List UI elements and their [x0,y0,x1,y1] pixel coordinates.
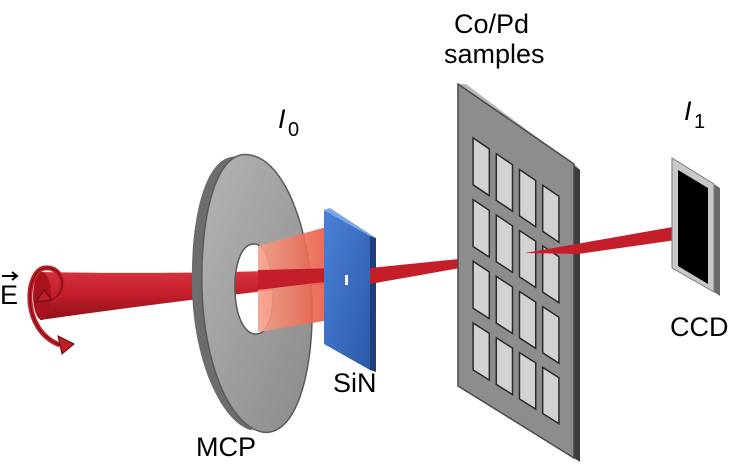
vector-arrow-icon [2,271,19,281]
sample-window [495,152,514,213]
sin-label: SiN [333,368,377,398]
sample-window [541,244,560,305]
sin-membrane [324,208,376,372]
samples-label-line1: Co/Pd [454,9,529,39]
sample-window [472,136,491,198]
ccd-sensor [678,170,708,284]
polarization-arrow-icon [27,265,75,355]
mcp-label: MCP [196,432,256,462]
i1-subscript: 1 [694,111,705,133]
mcp-disk-edge [191,156,260,430]
field-vector-label: E [0,280,18,310]
sample-window [472,321,491,382]
sample-window [518,229,537,289]
i0-symbol: I [278,104,286,134]
sin-top [324,208,376,238]
samples-label-line2: samples [444,39,545,69]
sample-window [472,259,491,320]
sin-window [345,275,348,285]
i1-symbol: I [684,96,692,126]
sample-window [541,305,560,365]
beam-through-cone [258,268,340,290]
ccd-label: CCD [670,312,729,342]
sample-window [472,198,491,259]
beam-to-ccd [525,224,695,254]
sample-window [541,365,560,426]
sample-window [518,168,537,229]
sample-window-grid [472,136,560,426]
i0-subscript: 0 [288,119,299,141]
ccd-detector [671,157,720,296]
sample-plate [457,82,580,462]
sample-window [541,183,560,244]
sample-window [495,336,514,396]
sample-window [495,275,514,335]
sample-window [495,213,514,274]
sample-window [518,290,537,350]
sample-window [518,351,537,411]
sin-face [324,210,370,370]
ccd-frame-side [714,184,720,296]
sample-plate-side [574,164,580,462]
sin-side [370,236,376,372]
